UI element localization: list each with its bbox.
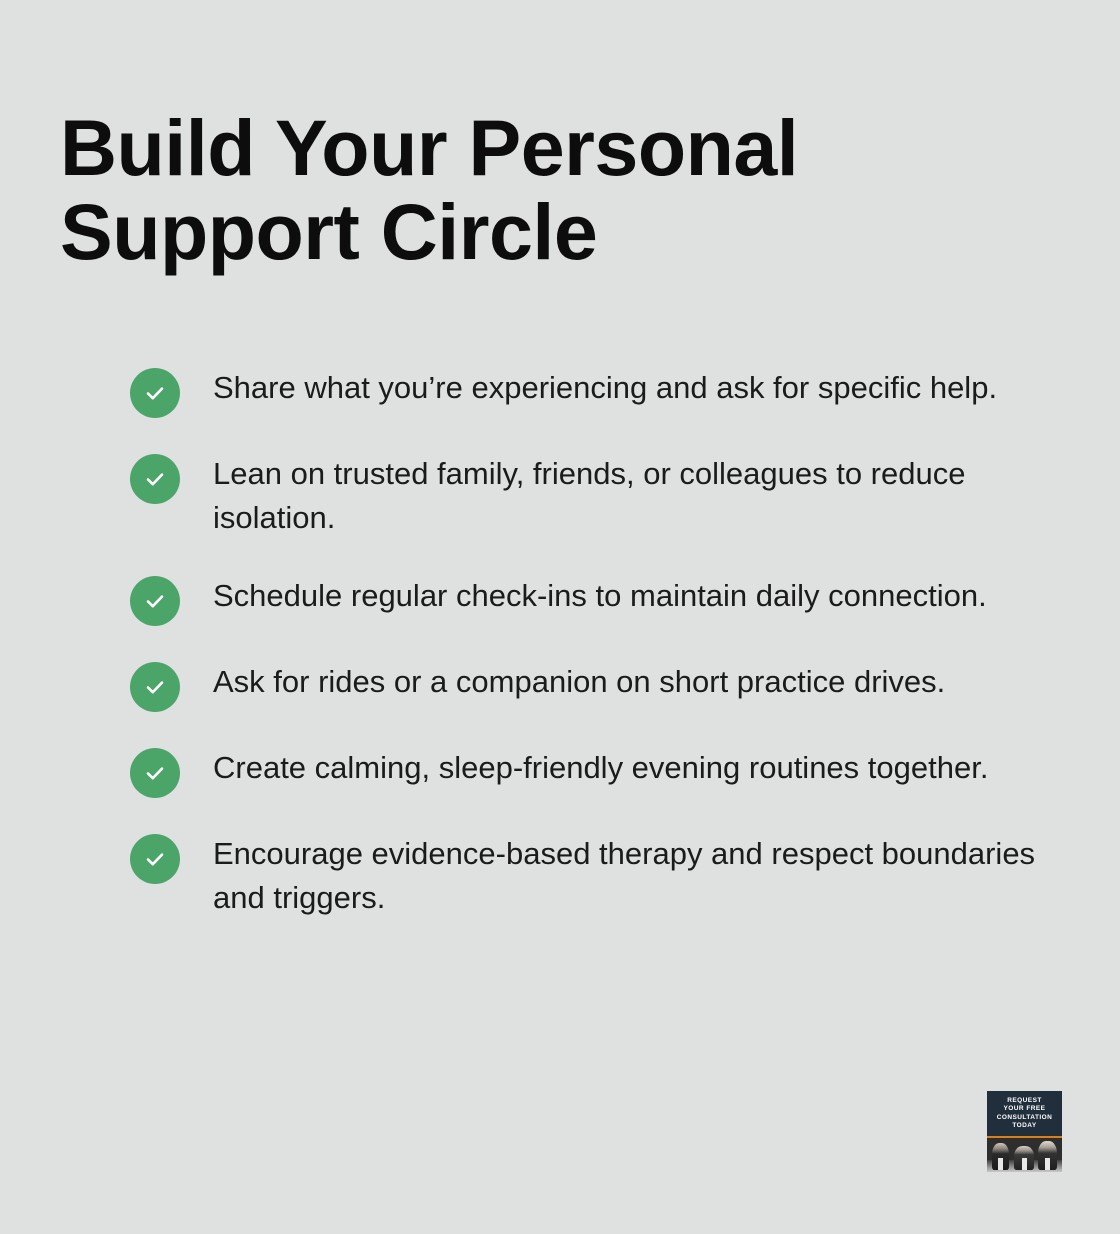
list-item: Create calming, sleep-friendly evening r…: [130, 746, 1060, 798]
badge-line-2: YOUR FREE: [1003, 1105, 1046, 1113]
list-item: Schedule regular check-ins to maintain d…: [130, 574, 1060, 626]
badge-headline: REQUEST YOUR FREE CONSULTATION TODAY: [987, 1091, 1062, 1136]
list-item-label: Share what you’re experiencing and ask f…: [213, 370, 998, 405]
check-circle-icon: [130, 454, 180, 504]
photo-person-left-shirt: [998, 1158, 1003, 1170]
list-item: Ask for rides or a companion on short pr…: [130, 660, 1060, 712]
check-circle-icon: [130, 834, 180, 884]
check-circle-icon: [130, 576, 180, 626]
list-item: Share what you’re experiencing and ask f…: [130, 366, 1060, 418]
photo-person-center-shirt: [1022, 1158, 1027, 1170]
photo-person-left: [992, 1143, 1009, 1170]
list-item: Lean on trusted family, friends, or coll…: [130, 452, 1060, 540]
list-item: Encourage evidence-based therapy and res…: [130, 832, 1060, 920]
check-circle-icon: [130, 368, 180, 418]
badge-line-4: TODAY: [1012, 1122, 1037, 1130]
badge-line-3: CONSULTATION: [996, 1113, 1053, 1121]
check-circle-icon: [130, 662, 180, 712]
list-item-label: Ask for rides or a companion on short pr…: [213, 664, 946, 699]
list-item-label: Create calming, sleep-friendly evening r…: [213, 750, 989, 785]
list-item-label: Encourage evidence-based therapy and res…: [213, 836, 1036, 915]
list-item-label: Schedule regular check-ins to maintain d…: [213, 578, 987, 613]
check-circle-icon: [130, 748, 180, 798]
badge-accent-rule: [987, 1135, 1062, 1138]
page-title: Build Your Personal Support Circle: [60, 103, 799, 276]
list-item-label: Lean on trusted family, friends, or coll…: [213, 456, 966, 535]
support-checklist: Share what you’re experiencing and ask f…: [130, 366, 1060, 920]
badge-team-photo: [987, 1137, 1062, 1172]
badge-line-1: REQUEST: [1007, 1097, 1042, 1104]
photo-person-right-shirt: [1045, 1158, 1050, 1170]
consultation-badge[interactable]: REQUEST YOUR FREE CONSULTATION TODAY: [987, 1091, 1062, 1172]
photo-person-right: [1038, 1141, 1057, 1170]
